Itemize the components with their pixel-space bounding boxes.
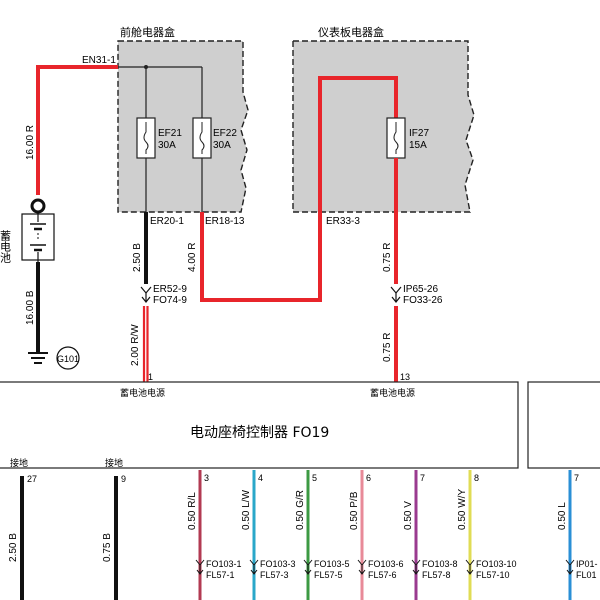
connector-ip65: IP65-26 xyxy=(403,284,438,295)
fuse-if27: IF27 15A xyxy=(386,117,429,159)
wire-400r xyxy=(200,76,398,302)
fuse-if27-name: IF27 xyxy=(409,128,429,139)
pin-4: 4 0.50 L/W FO103-3 FL57-3 xyxy=(241,470,296,600)
wire-200rw-label: 2.00 R/W xyxy=(130,324,141,366)
fuse-ef21-rating: 30A xyxy=(158,140,176,151)
wire-250b-top-label: 2.50 B xyxy=(132,243,143,272)
inline-connector-ip65 xyxy=(390,286,402,303)
pin-8: 8 0.50 W/Y FO103-10 FL57-10 xyxy=(457,470,517,600)
pin-9-num: 9 xyxy=(121,474,126,484)
pin-5-c1: FO103-5 xyxy=(314,559,350,569)
pin-27: 27 接地 2.50 B xyxy=(8,457,37,600)
pin-5-num: 5 xyxy=(312,473,317,483)
connector-fo33: FO33-26 xyxy=(403,295,443,306)
inline-connector-er52 xyxy=(140,286,152,303)
connector-fo74: FO74-9 xyxy=(153,295,187,306)
pin-3-wire: 0.50 R/L xyxy=(187,492,198,530)
fuse-ef22-name: EF22 xyxy=(213,128,237,139)
pin-5: 5 0.50 G/R FO103-5 FL57-5 xyxy=(295,470,350,600)
pin-6-wire: 0.50 P/B xyxy=(349,491,360,530)
module-right xyxy=(527,381,600,469)
pin-4-wire: 0.50 L/W xyxy=(241,489,252,530)
dash-box-title: 仪表板电器盒 xyxy=(318,25,384,39)
connector-er18: ER18-13 xyxy=(205,216,245,227)
pin-8-wire: 0.50 W/Y xyxy=(457,489,468,530)
pin-6: 6 0.50 P/B FO103-6 FL57-6 xyxy=(349,470,404,600)
pin-7b: 7 0.50 L IP01- FL01 xyxy=(557,470,598,600)
busbar-front xyxy=(118,66,203,118)
pin-4-c1: FO103-3 xyxy=(260,559,296,569)
wire-075r-top-label: 0.75 R xyxy=(382,243,393,272)
front-box-title: 前舱电器盒 xyxy=(120,25,175,39)
pin-7b-c2: FL01 xyxy=(576,570,597,580)
pin-7-num: 7 xyxy=(420,473,425,483)
module-pin13: 13 xyxy=(400,372,410,382)
connector-er52: ER52-9 xyxy=(153,284,187,295)
pin-6-c1: FO103-6 xyxy=(368,559,404,569)
pin-7b-num: 7 xyxy=(574,473,579,483)
battery-label: 蓄电池 xyxy=(0,230,12,263)
pin-3-num: 3 xyxy=(204,473,209,483)
pin-7b-c1: IP01- xyxy=(576,559,598,569)
pin-3-c1: FO103-1 xyxy=(206,559,242,569)
connector-er20: ER20-1 xyxy=(150,216,184,227)
fuse-ef22-rating: 30A xyxy=(213,140,231,151)
pin-3: 3 0.50 R/L FO103-1 FL57-1 xyxy=(187,470,242,600)
connector-er33: ER33-3 xyxy=(326,216,360,227)
wire-16b-label: 16.00 B xyxy=(25,290,36,325)
wire-400r-label: 4.00 R xyxy=(187,243,198,272)
pin-7b-wire: 0.50 L xyxy=(557,502,568,530)
battery xyxy=(21,198,55,262)
pin-6-c2: FL57-6 xyxy=(368,570,397,580)
pin-6-num: 6 xyxy=(366,473,371,483)
pin-27-wire: 2.50 B xyxy=(8,533,19,562)
wire-16r xyxy=(36,65,118,195)
pin-5-c2: FL57-5 xyxy=(314,570,343,580)
module-fo19: 电动座椅控制器 FO19 1 13 蓄电池电源 蓄电池电源 xyxy=(0,372,519,469)
fuse-ef21-name: EF21 xyxy=(158,128,182,139)
pin-8-num: 8 xyxy=(474,473,479,483)
battery-terminal xyxy=(30,198,46,214)
pin-4-num: 4 xyxy=(258,473,263,483)
module-pin13-label: 蓄电池电源 xyxy=(370,387,415,399)
pin-27-num: 27 xyxy=(27,474,37,484)
wire-075r-bottom-label: 0.75 R xyxy=(382,333,393,362)
ground-g101: G101 xyxy=(57,354,79,364)
pin-4-c2: FL57-3 xyxy=(260,570,289,580)
wire-200rw xyxy=(142,306,149,382)
dash-fuse-box: 仪表板电器盒 xyxy=(292,25,475,213)
module-pin1: 1 xyxy=(148,372,153,382)
ground-symbol xyxy=(28,352,48,364)
module-pin1-label: 蓄电池电源 xyxy=(120,387,165,399)
fuse-if27-rating: 15A xyxy=(409,140,427,151)
ground-g101-marker xyxy=(56,346,80,370)
busbar-node xyxy=(144,65,148,69)
module-title: 电动座椅控制器 FO19 xyxy=(190,425,329,441)
pin-27-label: 接地 xyxy=(10,457,28,469)
pin-7-c1: FO103-8 xyxy=(422,559,458,569)
pin-7-c2: FL57-8 xyxy=(422,570,451,580)
front-fuse-box: 前舱电器盒 xyxy=(117,25,249,213)
pin-9: 9 接地 0.75 B xyxy=(102,457,126,600)
pin-8-c1: FO103-10 xyxy=(476,559,517,569)
pin-9-label: 接地 xyxy=(105,457,123,469)
pin-5-wire: 0.50 G/R xyxy=(295,490,306,530)
pin-7: 7 0.50 V FO103-8 FL57-8 xyxy=(403,470,458,600)
pin-9-wire: 0.75 B xyxy=(102,533,113,562)
wire-16r-label: 16.00 R xyxy=(25,125,36,160)
pin-8-c2: FL57-10 xyxy=(476,570,510,580)
pin-7-wire: 0.50 V xyxy=(403,501,414,530)
connector-en31: EN31-1 xyxy=(82,55,116,66)
pin-3-c2: FL57-1 xyxy=(206,570,235,580)
